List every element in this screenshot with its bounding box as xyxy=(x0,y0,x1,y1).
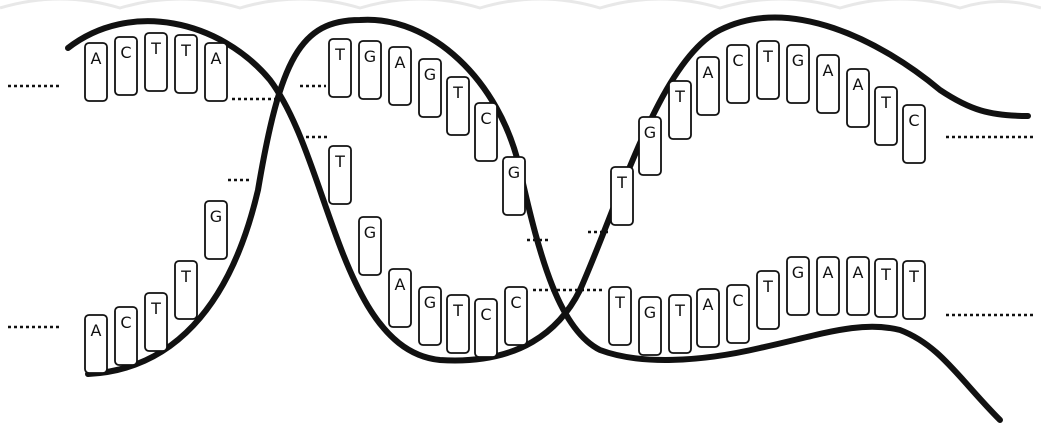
base-letter: A xyxy=(853,263,864,282)
base-lower-16: C xyxy=(727,285,749,343)
base-upper-17: T xyxy=(757,41,779,99)
base-letter: G xyxy=(364,47,376,66)
base-upper-16: C xyxy=(727,45,749,103)
base-upper-5: T xyxy=(329,39,351,97)
base-letter: A xyxy=(853,75,864,94)
base-letter: T xyxy=(616,173,627,192)
base-lower-19: A xyxy=(817,257,839,315)
base-letter: T xyxy=(762,277,773,296)
base-letter: G xyxy=(792,263,804,282)
base-letter: T xyxy=(674,87,685,106)
base-letter: G xyxy=(364,223,376,242)
base-upper-22: C xyxy=(903,105,925,163)
base-upper-7: A xyxy=(389,47,411,105)
base-lower-15: A xyxy=(697,289,719,347)
base-upper-14: T xyxy=(669,81,691,139)
base-letter: C xyxy=(510,293,521,312)
base-letter: A xyxy=(395,53,406,72)
base-upper-1: C xyxy=(115,37,137,95)
base-lower-2: T xyxy=(145,293,167,351)
base-lower-22: T xyxy=(903,261,925,319)
base-letter: T xyxy=(334,152,345,171)
base-upper-2: T xyxy=(145,33,167,91)
base-letter: A xyxy=(703,295,714,314)
base-letter: A xyxy=(395,275,406,294)
base-letter: T xyxy=(452,83,463,102)
base-upper-13: G xyxy=(639,117,661,175)
base-letter: G xyxy=(792,51,804,70)
base-letter: A xyxy=(91,49,102,68)
base-letter: T xyxy=(452,301,463,320)
base-lower-4: G xyxy=(205,201,227,259)
base-upper-4: A xyxy=(205,43,227,101)
base-letter: C xyxy=(908,111,919,130)
base-letter: A xyxy=(823,61,834,80)
base-lower-9: T xyxy=(447,295,469,353)
base-letter: G xyxy=(210,207,222,226)
base-letter: G xyxy=(424,293,436,312)
base-letter: T xyxy=(150,299,161,318)
base-letter: C xyxy=(732,291,743,310)
base-letter: T xyxy=(180,41,191,60)
watermark-arcs xyxy=(0,0,1041,8)
base-lower-6: G xyxy=(359,217,381,275)
base-upper-15: A xyxy=(697,57,719,115)
base-lower-11: C xyxy=(505,287,527,345)
base-lower-13: G xyxy=(639,297,661,355)
base-upper-20: A xyxy=(847,69,869,127)
base-lower-18: G xyxy=(787,257,809,315)
base-letter: T xyxy=(880,93,891,112)
base-letter: T xyxy=(334,45,345,64)
base-letter: G xyxy=(424,65,436,84)
base-upper-9: T xyxy=(447,77,469,135)
base-letter: G xyxy=(508,163,520,182)
base-upper-6: G xyxy=(359,41,381,99)
base-lower-17: T xyxy=(757,271,779,329)
base-upper-8: G xyxy=(419,59,441,117)
base-lower-7: A xyxy=(389,269,411,327)
base-lower-5: T xyxy=(329,146,351,204)
base-letter: C xyxy=(480,109,491,128)
base-letter: C xyxy=(480,305,491,324)
base-letter: T xyxy=(908,267,919,286)
base-upper-12: T xyxy=(611,167,633,225)
base-letter: C xyxy=(120,43,131,62)
base-letter: G xyxy=(644,303,656,322)
base-lower-12: T xyxy=(609,287,631,345)
base-letter: C xyxy=(732,51,743,70)
base-lower-21: T xyxy=(875,259,897,317)
base-letter: T xyxy=(762,47,773,66)
base-letter: T xyxy=(150,39,161,58)
base-lower-14: T xyxy=(669,295,691,353)
base-letter: T xyxy=(674,301,685,320)
base-upper-10: C xyxy=(475,103,497,161)
base-upper-11: G xyxy=(503,157,525,215)
base-upper-18: G xyxy=(787,45,809,103)
base-letter: A xyxy=(91,321,102,340)
base-lower-20: A xyxy=(847,257,869,315)
base-upper-0: A xyxy=(85,43,107,101)
base-letter: A xyxy=(823,263,834,282)
base-letter: C xyxy=(120,313,131,332)
base-lower-3: T xyxy=(175,261,197,319)
base-upper-21: T xyxy=(875,87,897,145)
base-letter: T xyxy=(614,293,625,312)
base-letter: G xyxy=(644,123,656,142)
base-upper-19: A xyxy=(817,55,839,113)
base-lower-8: G xyxy=(419,287,441,345)
base-lower-0: A xyxy=(85,315,107,373)
base-lower-1: C xyxy=(115,307,137,365)
base-letter: A xyxy=(703,63,714,82)
base-letter: A xyxy=(211,49,222,68)
base-letter: T xyxy=(180,267,191,286)
base-upper-3: T xyxy=(175,35,197,93)
base-lower-10: C xyxy=(475,299,497,357)
base-letter: T xyxy=(880,265,891,284)
